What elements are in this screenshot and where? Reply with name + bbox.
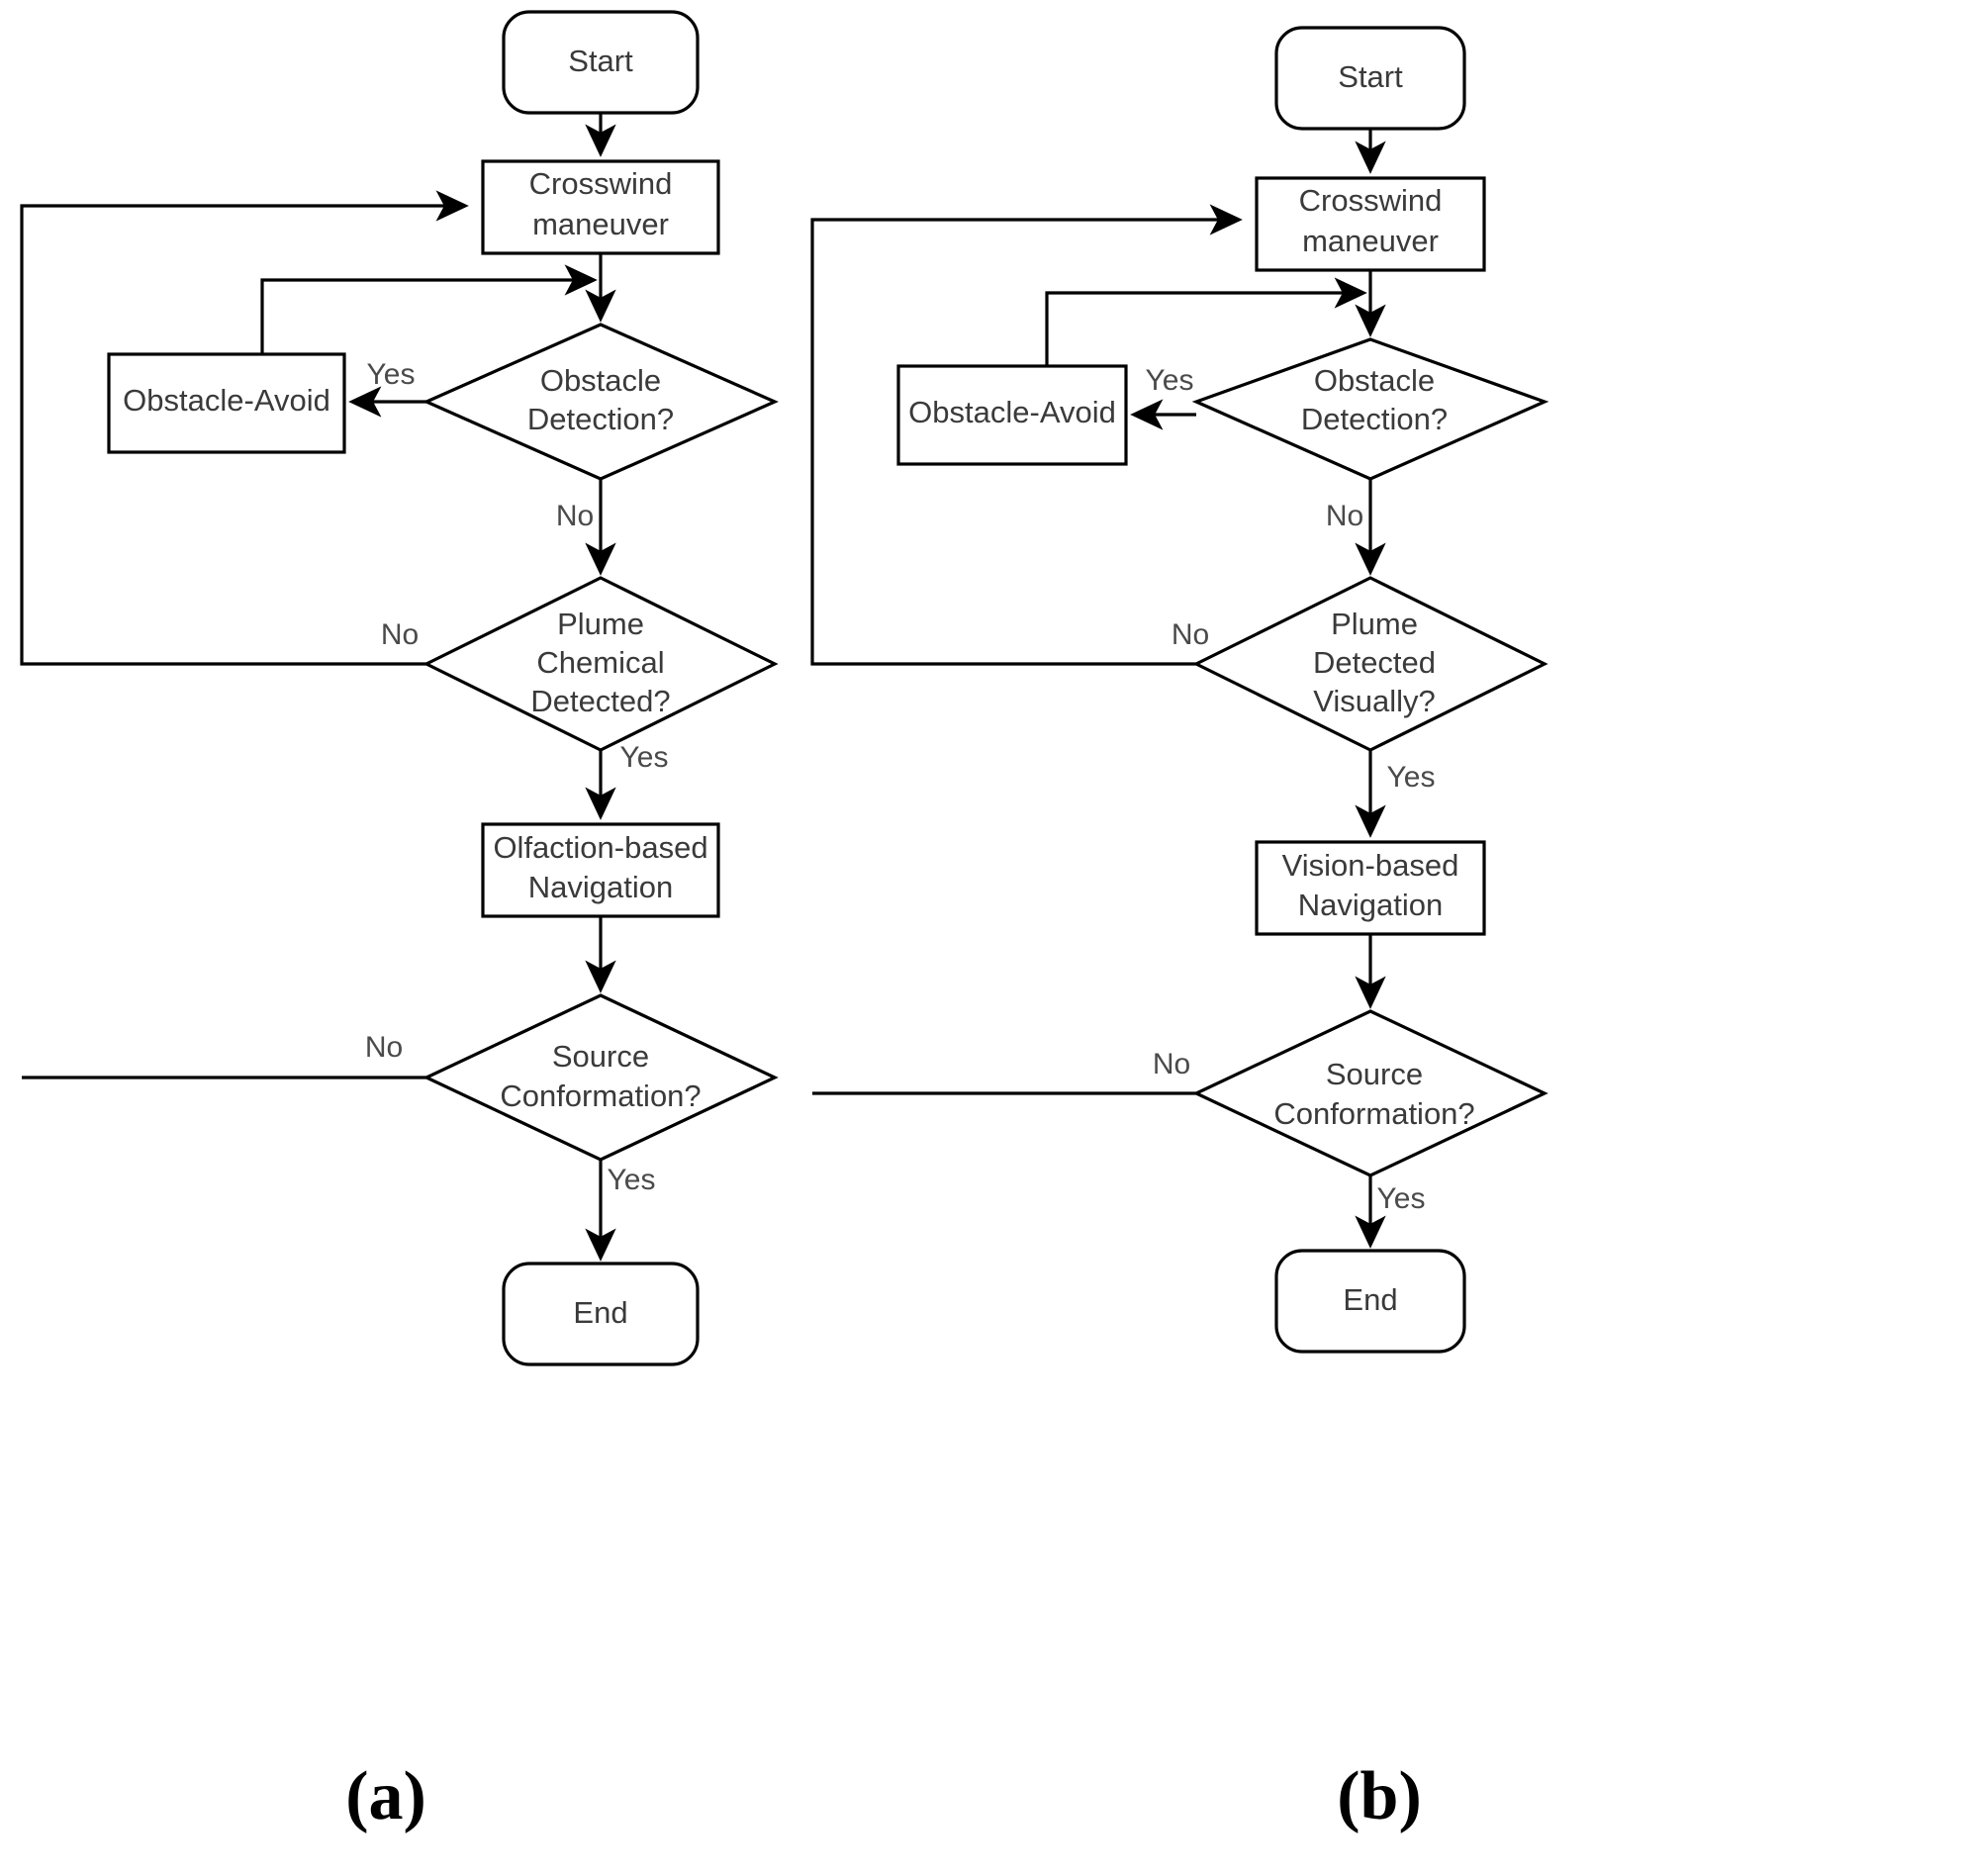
node-end-b[interactable]: End — [1274, 1249, 1466, 1354]
source-conformation-label-line2-b: Conformation? — [1273, 1096, 1474, 1131]
edge-label-obstacle-no-b: No — [1326, 500, 1363, 532]
crosswind-label-line2-a: maneuver — [532, 207, 669, 241]
obstacle-detection-label-line2-b: Detection? — [1301, 402, 1448, 436]
plume-detection-label-line3-a: Detected? — [530, 684, 670, 718]
end-shape-b — [1274, 1249, 1466, 1354]
edge-label-source-yes-b: Yes — [1377, 1182, 1426, 1215]
start-label-a: Start — [568, 44, 633, 78]
node-plume-detection-a[interactable]: Plume Chemical Detected? — [422, 576, 779, 752]
edge-label-obstacle-yes-a: Yes — [367, 358, 416, 391]
panel-caption-a: (a) — [345, 1758, 426, 1834]
plume-detection-label-line1-b: Plume — [1331, 607, 1418, 641]
node-source-conformation-a[interactable]: Source Conformation? — [422, 993, 779, 1162]
node-obstacle-avoid-a[interactable]: Obstacle-Avoid — [107, 352, 346, 454]
source-conformation-label-line1-a: Source — [552, 1039, 649, 1074]
edge-plume-no-loop-a — [20, 190, 469, 666]
navigation-label-line2-a: Navigation — [528, 870, 673, 904]
node-obstacle-detection-b[interactable]: Obstacle Detection? — [1191, 337, 1549, 481]
panel-caption-b: (b) — [1337, 1758, 1422, 1834]
crosswind-shape-a — [481, 159, 720, 255]
obstacle-detection-label-line2-a: Detection? — [527, 402, 674, 436]
navigation-label-line1-b: Vision-based — [1282, 848, 1459, 883]
edge-label-plume-no-b: No — [1172, 618, 1209, 651]
edge-obstacle-avoid-return-b — [1045, 277, 1367, 366]
node-start-b[interactable]: Start — [1274, 26, 1466, 131]
node-source-conformation-b[interactable]: Source Conformation? — [1192, 1009, 1548, 1177]
panel-a: Start Crosswind maneuver Obstacle Detect… — [20, 10, 779, 1834]
plume-detection-label-line3-b: Visually? — [1313, 684, 1436, 718]
plume-detection-label-line2-a: Chemical — [536, 645, 664, 680]
edge-label-obstacle-no-a: No — [556, 500, 594, 532]
obstacle-avoid-label-b: Obstacle-Avoid — [908, 395, 1116, 429]
node-end-a[interactable]: End — [502, 1262, 700, 1366]
edge-label-source-yes-a: Yes — [608, 1164, 656, 1196]
node-navigation-b[interactable]: Vision-based Navigation — [1255, 840, 1486, 936]
navigation-label-line2-b: Navigation — [1298, 888, 1443, 922]
obstacle-avoid-label-a: Obstacle-Avoid — [123, 383, 330, 418]
node-navigation-a[interactable]: Olfaction-based Navigation — [481, 822, 720, 918]
node-plume-detection-b[interactable]: Plume Detected Visually? — [1192, 576, 1548, 752]
navigation-shape-a — [481, 822, 720, 918]
node-obstacle-detection-a[interactable]: Obstacle Detection? — [422, 323, 779, 481]
plume-detection-label-line2-b: Detected — [1313, 645, 1436, 680]
edge-label-plume-yes-a: Yes — [620, 741, 669, 774]
panel-b: Start Crosswind maneuver Obstacle Detect… — [810, 26, 1549, 1834]
crosswind-shape-b — [1255, 176, 1486, 272]
node-start-a[interactable]: Start — [502, 10, 700, 115]
edge-label-source-no-b: No — [1153, 1048, 1190, 1080]
source-conformation-label-line2-a: Conformation? — [500, 1079, 701, 1113]
edge-obstacle-avoid-return-a — [260, 264, 598, 354]
obstacle-detection-label-line1-a: Obstacle — [540, 363, 661, 398]
crosswind-label-line2-b: maneuver — [1302, 224, 1439, 258]
end-label-a: End — [573, 1295, 627, 1330]
obstacle-avoid-shape-b — [896, 364, 1128, 466]
end-label-b: End — [1343, 1282, 1397, 1317]
node-crosswind-b[interactable]: Crosswind maneuver — [1255, 176, 1486, 272]
obstacle-detection-label-line1-b: Obstacle — [1314, 363, 1435, 398]
edge-label-obstacle-yes-b: Yes — [1146, 364, 1194, 397]
edge-label-plume-no-a: No — [381, 618, 419, 651]
node-crosswind-a[interactable]: Crosswind maneuver — [481, 159, 720, 255]
crosswind-label-line1-a: Crosswind — [529, 166, 673, 201]
navigation-label-line1-a: Olfaction-based — [493, 830, 707, 865]
source-conformation-label-line1-b: Source — [1326, 1057, 1423, 1091]
source-conformation-shape-a — [422, 993, 779, 1162]
plume-detection-label-line1-a: Plume — [557, 607, 644, 641]
source-conformation-shape-b — [1192, 1009, 1548, 1177]
obstacle-avoid-shape-a — [107, 352, 346, 454]
start-label-b: Start — [1338, 59, 1403, 94]
edge-label-plume-yes-b: Yes — [1387, 761, 1436, 794]
crosswind-label-line1-b: Crosswind — [1299, 183, 1443, 218]
edge-plume-no-loop-b — [810, 204, 1243, 666]
node-obstacle-avoid-b[interactable]: Obstacle-Avoid — [896, 364, 1128, 466]
end-shape-a — [502, 1262, 700, 1366]
edge-label-source-no-a: No — [365, 1031, 403, 1064]
